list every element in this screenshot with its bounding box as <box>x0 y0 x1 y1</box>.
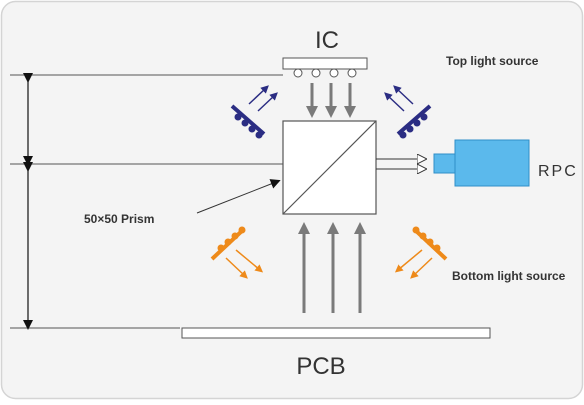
prism-label: 50×50 Prism <box>84 212 154 226</box>
bottom-light-source-label: Bottom light source <box>452 269 566 283</box>
ic-to-prism-arrows <box>306 83 356 118</box>
prism-pointer <box>196 179 281 214</box>
ic-chip <box>282 57 368 78</box>
prism-to-rpc-arrows <box>376 159 425 169</box>
prism <box>282 120 377 215</box>
pcb-to-prism-arrows <box>298 222 366 313</box>
rpc-camera <box>433 139 530 187</box>
bottom-right-light-source <box>394 226 448 279</box>
rpc-label: RPC <box>538 163 578 180</box>
top-left-light-source <box>230 85 278 139</box>
bottom-left-light-source <box>210 226 264 279</box>
pcb-board <box>181 327 491 339</box>
ic-label: IC <box>315 27 339 54</box>
pcb-label: PCB <box>296 353 345 380</box>
top-right-light-source <box>384 85 432 139</box>
top-light-source-label: Top light source <box>446 54 539 68</box>
